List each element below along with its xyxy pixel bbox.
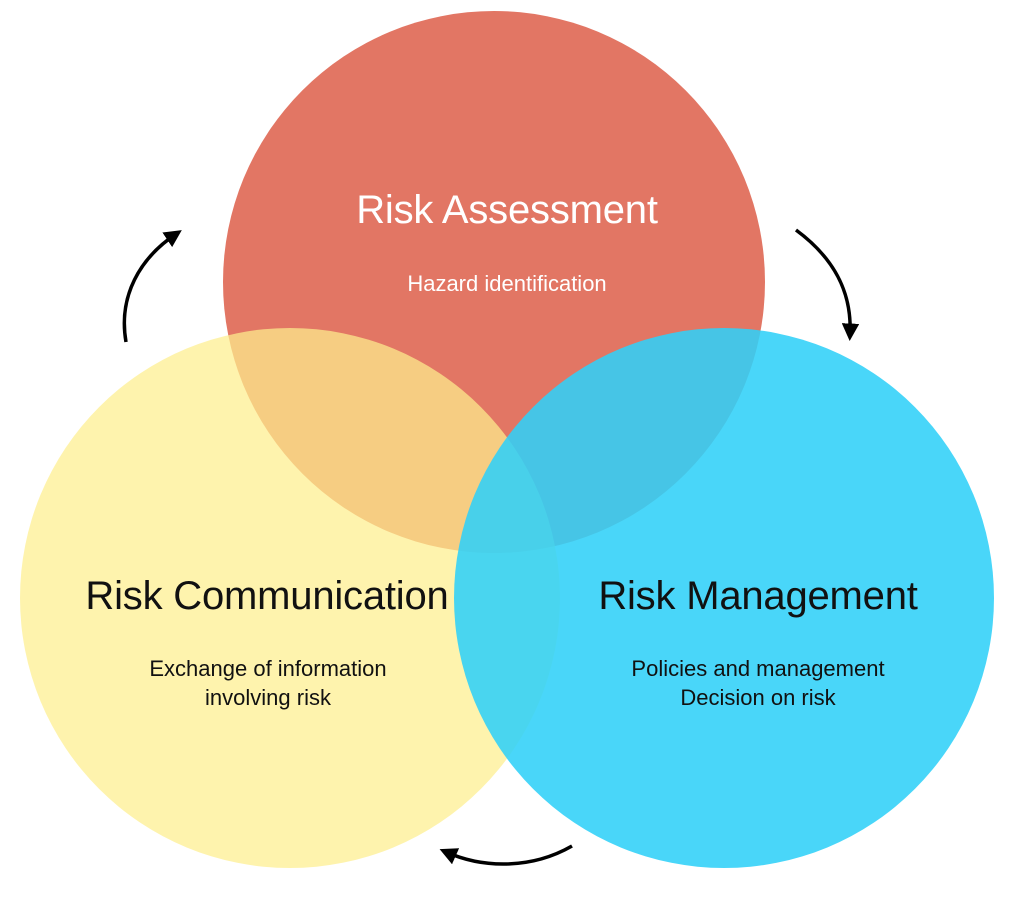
risk-communication-line-2: involving risk bbox=[205, 685, 331, 711]
risk-assessment-line-1: Hazard identification bbox=[407, 271, 607, 296]
risk-communication-description: Exchange of information involving risk bbox=[149, 654, 386, 712]
risk-assessment-title: Risk Assessment bbox=[356, 188, 658, 232]
risk-communication-line-1: Exchange of information bbox=[149, 656, 387, 681]
risk-assessment-description: Hazard identification bbox=[407, 269, 606, 298]
arrow-communication-to-assessment bbox=[122, 230, 182, 343]
arrow-management-to-communication bbox=[439, 844, 573, 866]
risk-communication-circle bbox=[20, 328, 560, 868]
arrow-assessment-to-management bbox=[794, 228, 860, 341]
risk-management-line-2: Decision on risk bbox=[680, 685, 836, 711]
risk-management-title: Risk Management bbox=[598, 574, 918, 618]
risk-management-circle bbox=[454, 328, 994, 868]
risk-management-line-1: Policies and management bbox=[631, 656, 885, 681]
risk-communication-title: Risk Communication bbox=[85, 574, 449, 618]
risk-management-description: Policies and management Decision on risk bbox=[631, 654, 884, 712]
